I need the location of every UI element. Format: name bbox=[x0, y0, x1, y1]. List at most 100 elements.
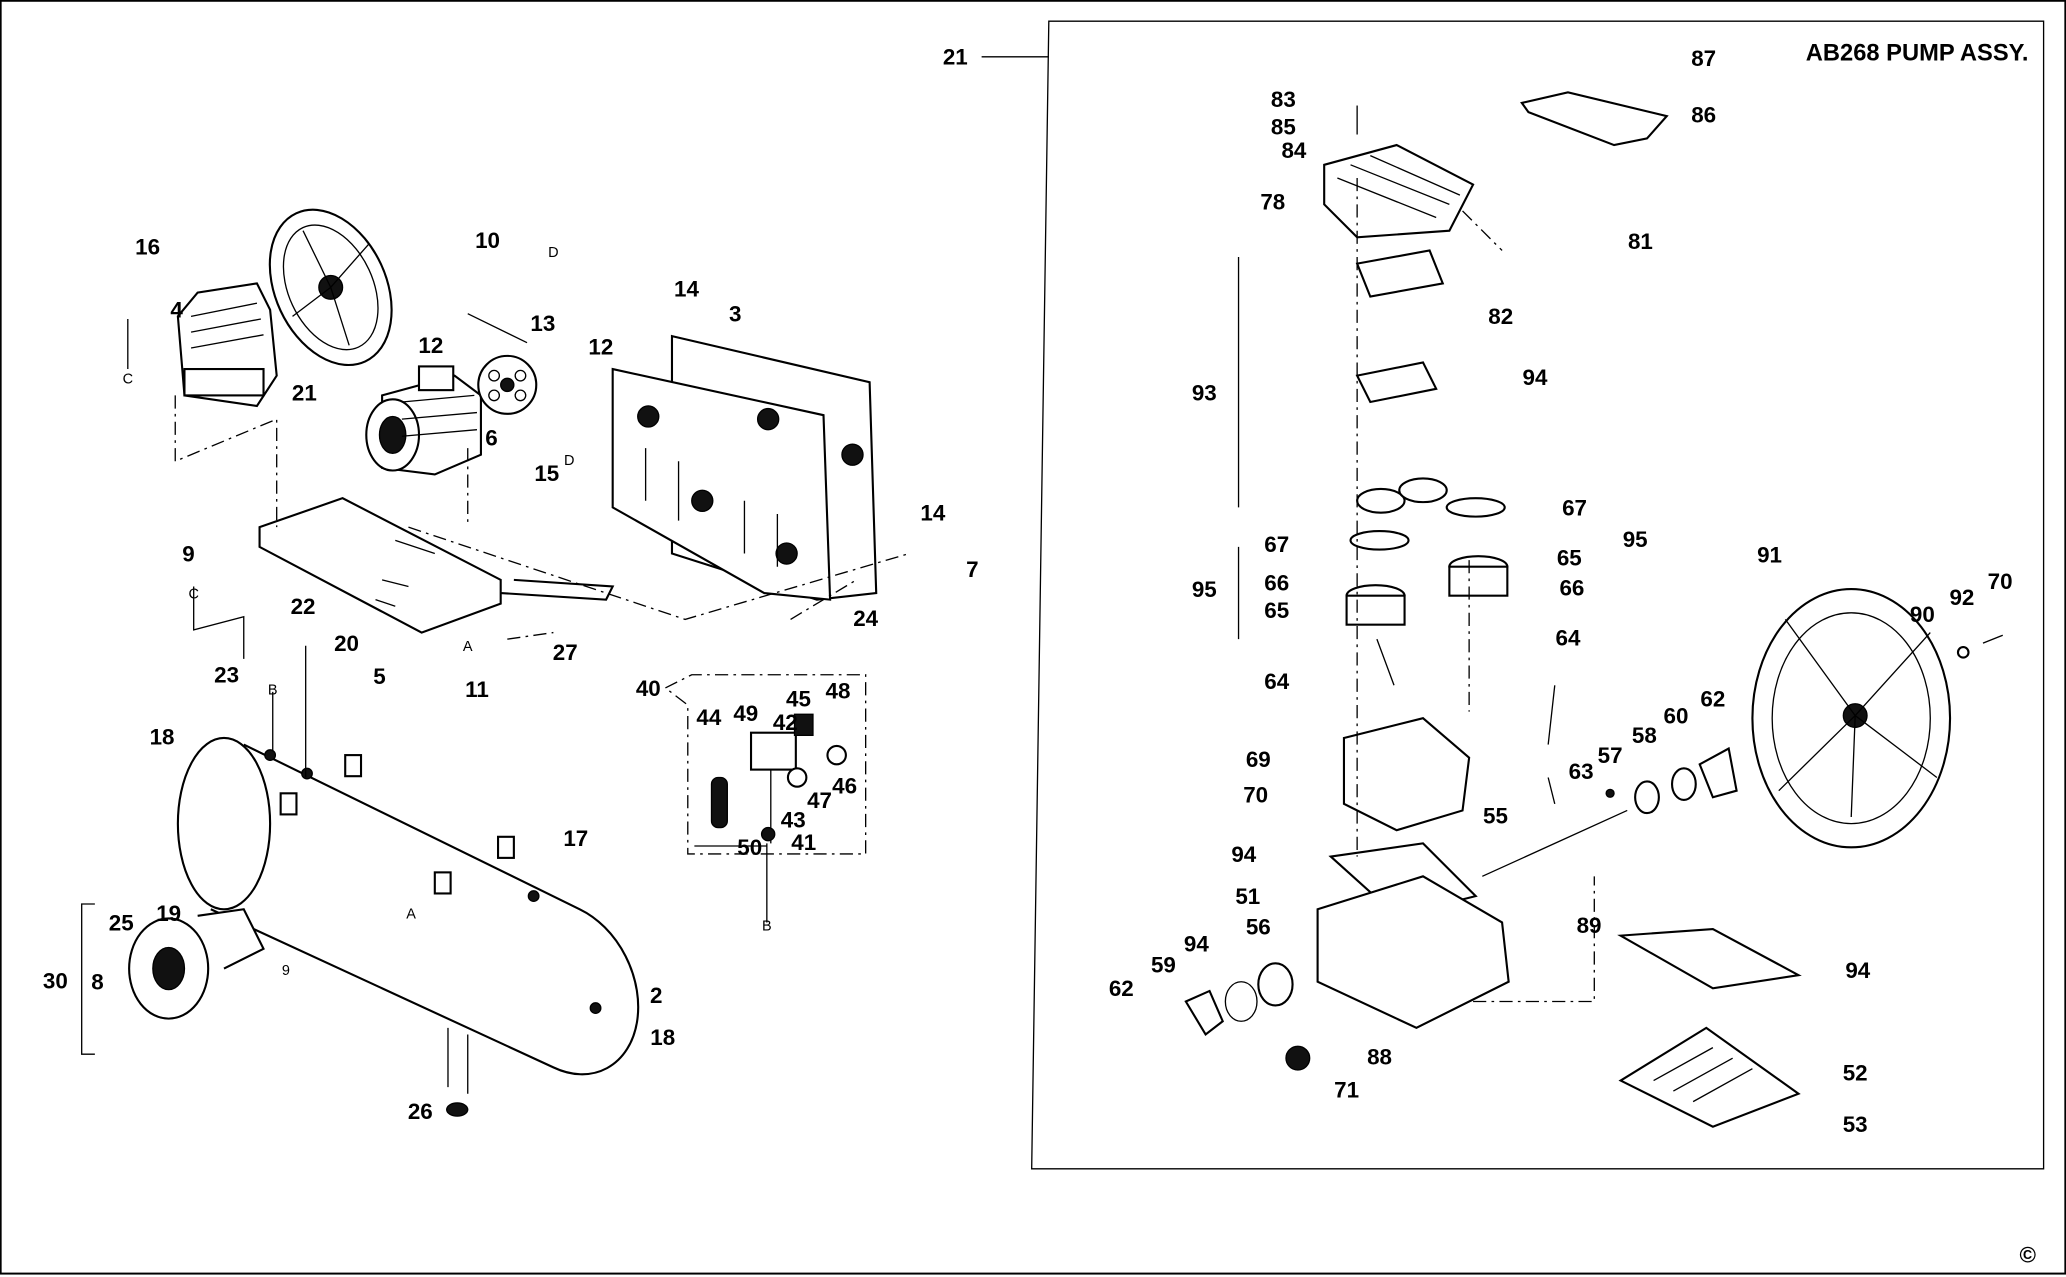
bracket-30 bbox=[81, 903, 95, 1055]
compressor-assembly-drawing bbox=[81, 208, 910, 1117]
part-callout: 85 bbox=[1271, 115, 1296, 140]
part-callout: 19 bbox=[156, 901, 181, 926]
crankcase-51 bbox=[1316, 875, 1510, 1030]
part-callout: 17 bbox=[563, 826, 588, 851]
part-callout: 27 bbox=[553, 640, 578, 665]
part-callout: 63 bbox=[1569, 759, 1594, 784]
part-callout: 95 bbox=[1192, 577, 1217, 602]
part-callout: 91 bbox=[1757, 543, 1782, 568]
part-callout: 14 bbox=[920, 501, 945, 526]
part-callout: 67 bbox=[1264, 532, 1289, 557]
part-callout: 45 bbox=[786, 686, 811, 711]
part-callout: 95 bbox=[1623, 527, 1648, 552]
part-callout: 58 bbox=[1632, 723, 1657, 748]
part-callout: 9 bbox=[282, 963, 290, 979]
part-callout: 81 bbox=[1628, 229, 1653, 254]
valve-plate bbox=[1355, 361, 1438, 404]
cylinder-69 bbox=[1342, 717, 1471, 832]
part-callout: 42 bbox=[773, 710, 798, 735]
part-callout: 48 bbox=[826, 678, 851, 703]
part-callout: 57 bbox=[1598, 743, 1623, 768]
cylinder-head-78 bbox=[1323, 143, 1475, 239]
electric-motor bbox=[365, 365, 482, 476]
part-callout: 94 bbox=[1523, 365, 1548, 390]
part-callout: 25 bbox=[109, 910, 134, 935]
part-callout: 94 bbox=[1231, 842, 1256, 867]
motor-pulley bbox=[477, 354, 538, 415]
part-callout: 70 bbox=[1243, 783, 1268, 808]
part-callout: 52 bbox=[1843, 1061, 1868, 1086]
part-callout: 51 bbox=[1235, 884, 1260, 909]
part-callout: 23 bbox=[214, 663, 239, 688]
part-callout: 65 bbox=[1557, 545, 1582, 570]
part-callout: 24 bbox=[853, 606, 878, 631]
part-callout: 92 bbox=[1949, 585, 1974, 610]
part-callout: 64 bbox=[1264, 669, 1289, 694]
part-callout: 2 bbox=[650, 983, 662, 1008]
part-callout: 6 bbox=[485, 425, 497, 450]
part-callout: 90 bbox=[1910, 602, 1935, 627]
pump-assembly-panel: AB268 PUMP ASSY. bbox=[981, 20, 2045, 1170]
part-callout: 7 bbox=[966, 557, 978, 582]
part-callout: 40 bbox=[636, 676, 661, 701]
part-callout: 14 bbox=[674, 277, 699, 302]
part-callout: 50 bbox=[737, 835, 762, 860]
part-callout: 67 bbox=[1562, 495, 1587, 520]
part-callout: 46 bbox=[832, 773, 857, 798]
part-callout: 18 bbox=[150, 725, 175, 750]
part-callout: 86 bbox=[1691, 103, 1716, 128]
part-callout: B bbox=[268, 682, 278, 698]
part-callout: 3 bbox=[729, 302, 741, 327]
part-callout: 21 bbox=[943, 45, 968, 70]
part-callout: 10 bbox=[475, 228, 500, 253]
part-callout: 55 bbox=[1483, 804, 1508, 829]
part-callout: 59 bbox=[1151, 953, 1176, 978]
gasket-94-lower bbox=[1617, 927, 1802, 990]
pressure-switch-group bbox=[664, 674, 867, 855]
part-callout: 94 bbox=[1184, 931, 1209, 956]
pump-flywheel-91 bbox=[1751, 588, 1952, 849]
part-callout: B bbox=[762, 918, 772, 934]
wheel bbox=[128, 908, 265, 1020]
part-callout: C bbox=[123, 372, 133, 388]
part-callout: 21 bbox=[292, 381, 317, 406]
part-callout: 56 bbox=[1246, 914, 1271, 939]
air-tank bbox=[176, 736, 640, 1117]
copyright-symbol: © bbox=[2020, 1242, 2037, 1267]
part-callout: 5 bbox=[373, 664, 385, 689]
part-callout: 4 bbox=[170, 298, 183, 323]
part-callout: 70 bbox=[1988, 569, 2013, 594]
part-callout: A bbox=[406, 906, 416, 922]
part-callout: 12 bbox=[418, 333, 443, 358]
drive-belt bbox=[467, 313, 528, 344]
part-callout: 82 bbox=[1488, 304, 1513, 329]
part-callout: 11 bbox=[465, 677, 489, 702]
head-gasket bbox=[1355, 249, 1445, 298]
belt-cover-86 bbox=[1520, 91, 1669, 147]
part-callout: 60 bbox=[1664, 703, 1689, 728]
part-callout: 22 bbox=[291, 594, 316, 619]
pump-parts-drawing bbox=[1184, 91, 2003, 1128]
cover-plate-52 bbox=[1618, 1026, 1801, 1128]
part-callout: 88 bbox=[1367, 1045, 1392, 1070]
part-callout: 8 bbox=[91, 970, 103, 995]
part-callout: 16 bbox=[135, 234, 160, 259]
part-callout: 69 bbox=[1246, 747, 1271, 772]
pump-unit bbox=[176, 282, 278, 408]
belt-guard bbox=[611, 334, 878, 601]
flywheel bbox=[268, 208, 393, 367]
part-callout: 44 bbox=[696, 705, 721, 730]
pump-assembly-title: AB268 PUMP ASSY. bbox=[1806, 41, 2029, 67]
part-callout: 53 bbox=[1843, 1112, 1868, 1137]
part-callout: D bbox=[564, 453, 574, 469]
part-callout: 18 bbox=[650, 1025, 675, 1050]
part-callout: 62 bbox=[1109, 976, 1134, 1001]
part-callout: 15 bbox=[534, 461, 559, 486]
part-callout: 71 bbox=[1334, 1078, 1359, 1103]
part-callout: 12 bbox=[588, 335, 613, 360]
part-callout: 43 bbox=[781, 808, 806, 833]
part-callout: 20 bbox=[334, 631, 359, 656]
part-callout: 13 bbox=[530, 311, 555, 336]
